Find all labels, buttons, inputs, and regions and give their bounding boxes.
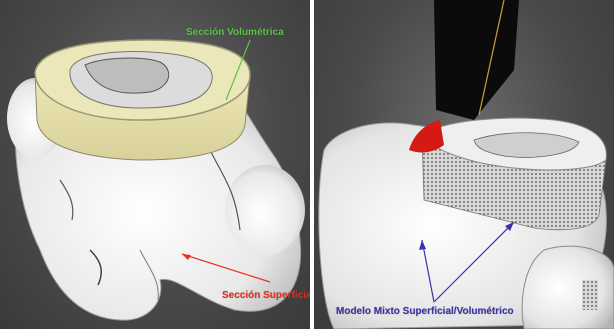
cutting-tool-shape — [434, 0, 519, 120]
right-render-panel: Modelo Mixto Superficial/Volumétrico — [314, 0, 614, 329]
left-bone-illustration — [0, 0, 310, 329]
mixed-model-label: Modelo Mixto Superficial/Volumétrico — [336, 306, 514, 317]
right-bone-illustration — [314, 0, 614, 329]
surface-section-label: Sección Superficial — [222, 290, 310, 301]
volumetric-section-label: Sección Volumétrica — [186, 27, 284, 38]
left-render-panel: Sección Volumétrica Sección Superficial — [0, 0, 310, 329]
